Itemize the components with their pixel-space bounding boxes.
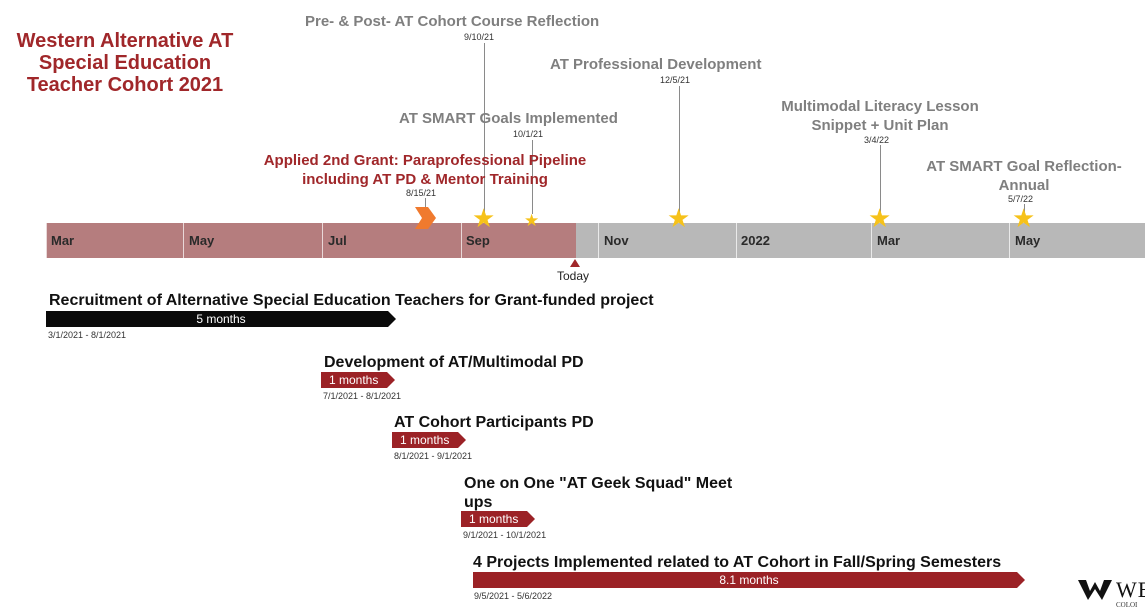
- task-geek-squad-bar: 1 months: [461, 511, 535, 527]
- task-projects-dates: 9/5/2021 - 5/6/2022: [474, 591, 553, 601]
- milestone-goal-reflection-line-1: AT SMART Goal Reflection-: [926, 158, 1122, 175]
- tick-mar-2022: [871, 223, 872, 258]
- month-label-may: May: [189, 233, 215, 248]
- task-cohort-pd-dates: 8/1/2021 - 9/1/2021: [394, 451, 473, 461]
- chart-title: Western Alternative AT Special Education…: [0, 30, 250, 96]
- star-icon: ★: [1012, 203, 1036, 233]
- milestone-course-reflection-date: 9/10/21: [464, 32, 495, 42]
- title-line-2: Special Education: [38, 52, 212, 74]
- month-label-sep: Sep: [466, 233, 490, 248]
- logo-subtext: COLOI: [1116, 601, 1138, 609]
- task-recruitment-dates: 3/1/2021 - 8/1/2021: [48, 330, 127, 340]
- university-logo: WE COLOI: [1076, 574, 1145, 616]
- stem-smart-goals: [532, 140, 533, 214]
- month-label-may-2022: May: [1015, 233, 1041, 248]
- task-geek-squad-title: One on One "AT Geek Squad" Meet ups: [464, 474, 784, 512]
- logo-w-mark-icon: [1078, 580, 1112, 600]
- stem-applied-grant: [425, 198, 426, 208]
- logo-text: WE: [1116, 577, 1145, 602]
- today-arrow-icon: [570, 259, 580, 267]
- today-label: Today: [557, 269, 590, 283]
- task-projects-bar: 8.1 months: [473, 572, 1025, 588]
- stem-course-reflection: [484, 43, 485, 215]
- milestone-applied-grant-line-2: including AT PD & Mentor Training: [302, 171, 548, 188]
- task-recruitment-bar: 5 months: [46, 311, 396, 327]
- milestone-applied-grant-date: 8/15/21: [406, 188, 437, 198]
- milestone-multimodal-date: 3/4/22: [864, 135, 890, 145]
- task-cohort-pd-bar: 1 months: [392, 432, 466, 448]
- task-development-bar: 1 months: [321, 372, 395, 388]
- tick-mar: [46, 223, 47, 258]
- milestone-multimodal-line-2: Snippet + Unit Plan: [811, 117, 949, 134]
- tick-jul: [322, 223, 323, 258]
- task-development-dates: 7/1/2021 - 8/1/2021: [323, 391, 402, 401]
- milestone-professional-development-title: AT Professional Development: [550, 56, 762, 73]
- tick-may-2022: [1009, 223, 1010, 258]
- stem-goal-reflection: [1024, 204, 1025, 214]
- milestone-smart-goals-title: AT SMART Goals Implemented: [399, 110, 618, 127]
- milestone-multimodal-line-1: Multimodal Literacy Lesson: [781, 98, 979, 115]
- tick-may: [183, 223, 184, 258]
- task-recruitment-title: Recruitment of Alternative Special Educa…: [49, 292, 654, 309]
- milestone-professional-development-date: 12/5/21: [660, 75, 691, 85]
- milestone-goal-reflection-line-2: Annual: [998, 177, 1050, 194]
- month-label-2022: 2022: [741, 233, 770, 248]
- timeline-past-band: [46, 223, 576, 258]
- month-label-mar: Mar: [51, 233, 75, 248]
- month-label-mar-2022: Mar: [877, 233, 901, 248]
- task-development-title: Development of AT/Multimodal PD: [324, 354, 584, 371]
- timeline-future-band: [576, 223, 1145, 258]
- star-icon: ★: [868, 203, 892, 233]
- month-label-nov: Nov: [604, 233, 629, 248]
- task-geek-squad-dates: 9/1/2021 - 10/1/2021: [463, 530, 547, 540]
- task-geek-squad-line-2: ups: [464, 494, 493, 511]
- stem-multimodal: [880, 145, 881, 213]
- tick-nov: [598, 223, 599, 258]
- milestone-multimodal-title: Multimodal Literacy Lesson Snippet + Uni…: [760, 97, 1000, 135]
- star-icon: ★: [524, 211, 540, 230]
- title-line-1: Western Alternative AT: [16, 30, 234, 52]
- milestone-applied-grant-line-1: Applied 2nd Grant: Paraprofessional Pipe…: [263, 152, 587, 169]
- milestone-smart-goals-date: 10/1/21: [513, 129, 544, 139]
- stem-professional-development: [679, 86, 680, 214]
- milestone-applied-grant-title: Applied 2nd Grant: Paraprofessional Pipe…: [225, 151, 625, 189]
- tick-sep: [461, 223, 462, 258]
- task-projects-title: 4 Projects Implemented related to AT Coh…: [473, 554, 1002, 571]
- star-icon: ★: [667, 203, 691, 233]
- title-line-3: Teacher Cohort 2021: [26, 74, 224, 96]
- milestone-goal-reflection-date: 5/7/22: [1008, 194, 1034, 204]
- star-icon: ★: [472, 203, 496, 233]
- task-cohort-pd-title: AT Cohort Participants PD: [394, 414, 594, 431]
- chevron-marker-icon: [415, 207, 436, 229]
- milestone-course-reflection-title: Pre- & Post- AT Cohort Course Reflection: [305, 13, 600, 30]
- milestone-goal-reflection-title: AT SMART Goal Reflection- Annual: [904, 157, 1144, 195]
- task-geek-squad-line-1: One on One "AT Geek Squad" Meet: [464, 475, 733, 492]
- tick-2022: [736, 223, 737, 258]
- month-label-jul: Jul: [328, 233, 347, 248]
